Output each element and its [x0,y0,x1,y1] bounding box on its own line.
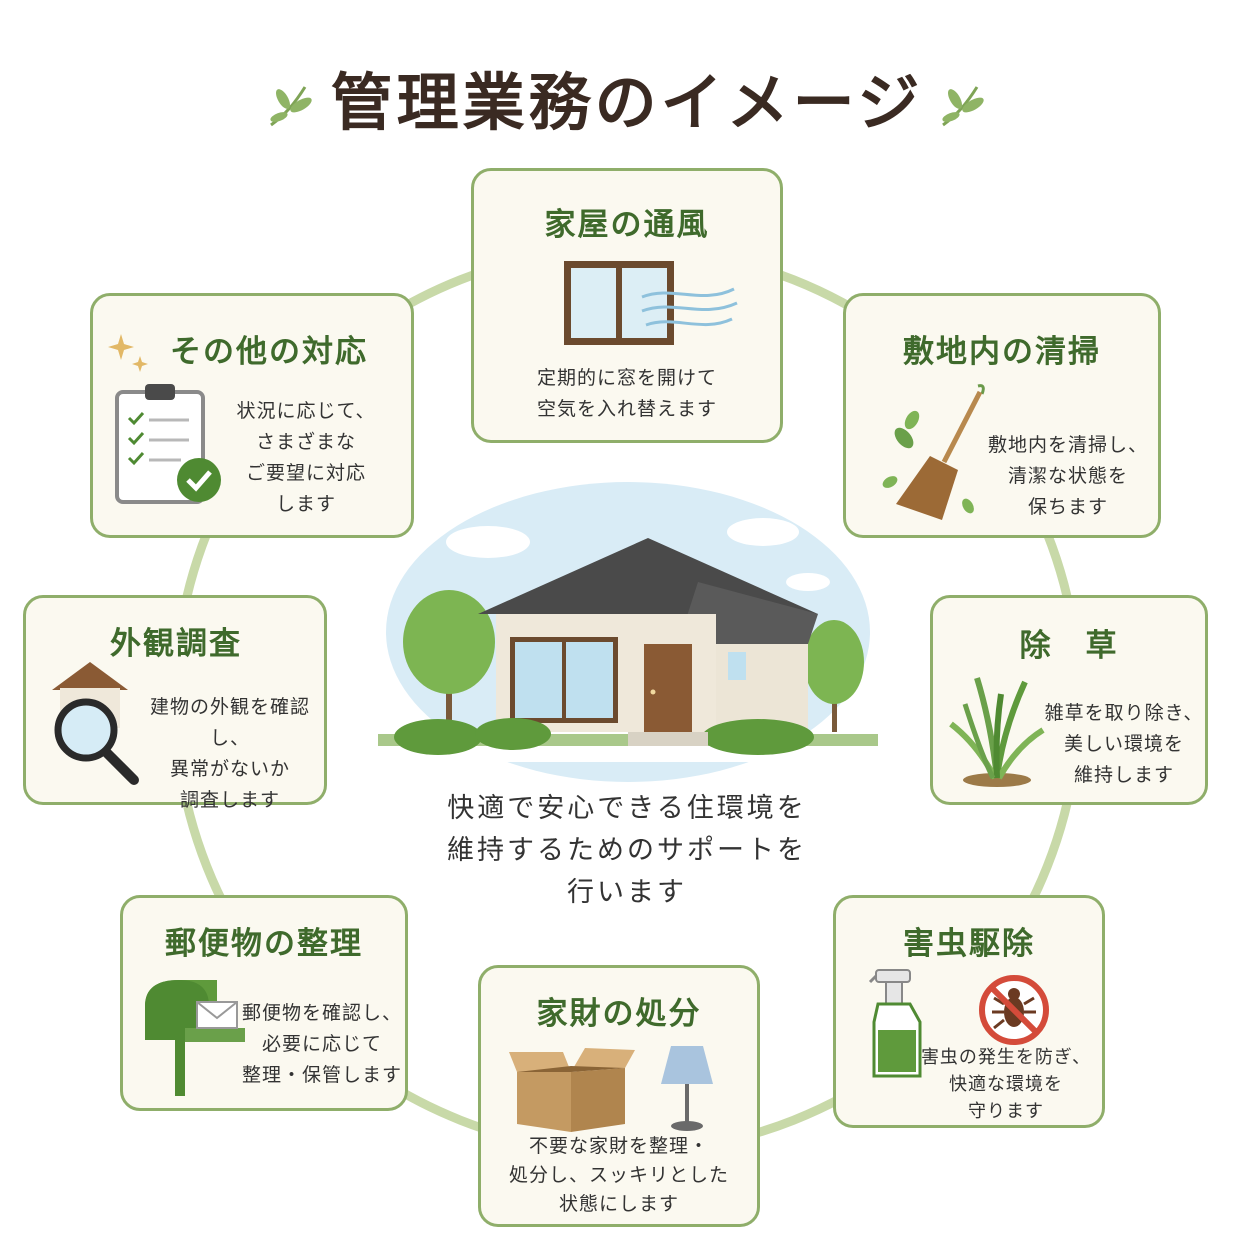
card-pest: 害虫駆除 害虫の発生を防ぎ、 快適な環境を 守ります [833,895,1105,1128]
mailbox-icon [145,980,245,1096]
tree-left-icon [403,590,495,732]
leaf-left-icon [265,71,317,127]
card-exterior: 外観調査 建物の外観を確認し、 異常がないか 調査します [23,595,327,811]
card-desc: 雑草を取り除き、 美しい環境を 維持します [1044,702,1204,786]
main-title-text: 管理業務のイメージ [330,66,924,139]
main-title: 管理業務のイメージ [0,52,1254,142]
card-title: その他の対応 [170,334,368,370]
card-other: その他の対応 状況に応じて、 さまざまな ご要望に対応 します [90,293,414,538]
box-icon [509,1048,635,1132]
card-desc: 郵便物を確認し、 必要に応じて 整理・保管します [241,1002,402,1086]
card-title: 郵便物の整理 [165,926,363,962]
card-title: 敷地内の清掃 [903,334,1101,370]
card-disposal: 家財の処分 不要な家財を整理・ 処分し、スッキリとした 状態にします [478,965,760,1227]
card-desc: 状況に応じて、 さまざまな ご要望に対応 します [236,400,376,515]
clipboard-check-icon [115,384,221,504]
no-bug-icon [979,975,1049,1045]
card-mail: 郵便物の整理 郵便物を確認し、 必要に応じて 整理・保管します [120,895,408,1111]
grass-icon [949,677,1045,787]
card-title: 家財の処分 [536,996,702,1032]
card-title: 除 草 [1019,628,1119,664]
window-wind-icon [564,261,738,345]
house-magnifier-icon [52,662,139,785]
card-desc: 建物の外観を確認し、 異常がないか 調査します [149,696,310,811]
card-desc: 定期的に窓を開けて 空気を入れ替えます [536,367,717,420]
card-desc: 害虫の発生を防ぎ、 快適な環境を 守ります [920,1047,1092,1122]
lamp-icon [661,1046,713,1131]
card-title: 外観調査 [110,626,242,662]
card-cleaning: 敷地内の清掃 敷地内を清掃し、 清潔な状態を 保ちます [843,293,1161,538]
center-message: 快適で安心できる住環境を 維持するためのサポートを 行います [447,793,807,908]
leaf-right-icon [937,71,989,127]
house-illustration [378,482,878,782]
card-weeding: 除 草 雑草を取り除き、 美しい環境を 維持します [930,595,1208,805]
card-desc: 不要な家財を整理・ 処分し、スッキリとした 状態にします [508,1135,729,1215]
card-ventilation: 家屋の通風 定期的に窓を開けて 空気を入れ替えます [471,168,783,443]
card-title: 家屋の通風 [544,207,710,243]
sparkle-icon [108,334,148,372]
tree-right-icon [804,620,864,732]
card-desc: 敷地内を清掃し、 清潔な状態を 保ちます [987,434,1148,518]
spray-bottle-icon [868,969,922,1078]
card-title: 害虫駆除 [903,926,1035,962]
broom-icon [882,384,985,520]
